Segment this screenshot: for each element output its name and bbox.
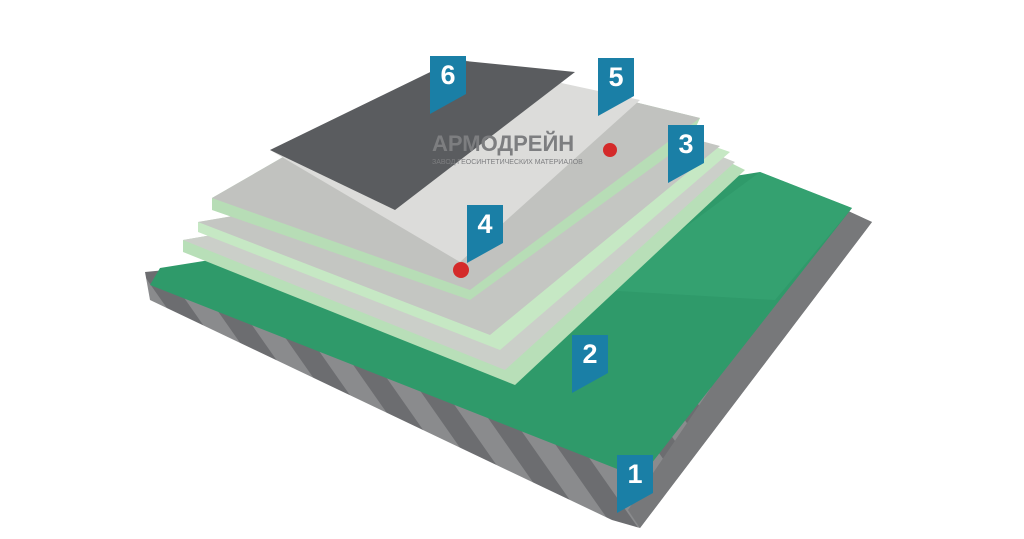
marker-5[interactable]: 5 (598, 58, 634, 116)
fastener-icon (453, 262, 469, 278)
logo-tagline: ЗАВОД ГЕОСИНТЕТИЧЕСКИХ МАТЕРИАЛОВ (432, 159, 583, 166)
marker-4[interactable]: 4 (467, 205, 503, 263)
marker-1[interactable]: 1 (617, 455, 653, 513)
waterproofing-membrane (270, 60, 575, 210)
marker-6[interactable]: 6 (430, 56, 466, 114)
marker-3[interactable]: 3 (668, 125, 704, 183)
marker-2[interactable]: 2 (572, 335, 608, 393)
logo-brand: АРМОДРЕЙН (432, 131, 575, 156)
fastener-icon (603, 143, 617, 157)
logo: АРМОДРЕЙН ЗАВОД ГЕОСИНТЕТИЧЕСКИХ МАТЕРИА… (432, 132, 592, 167)
